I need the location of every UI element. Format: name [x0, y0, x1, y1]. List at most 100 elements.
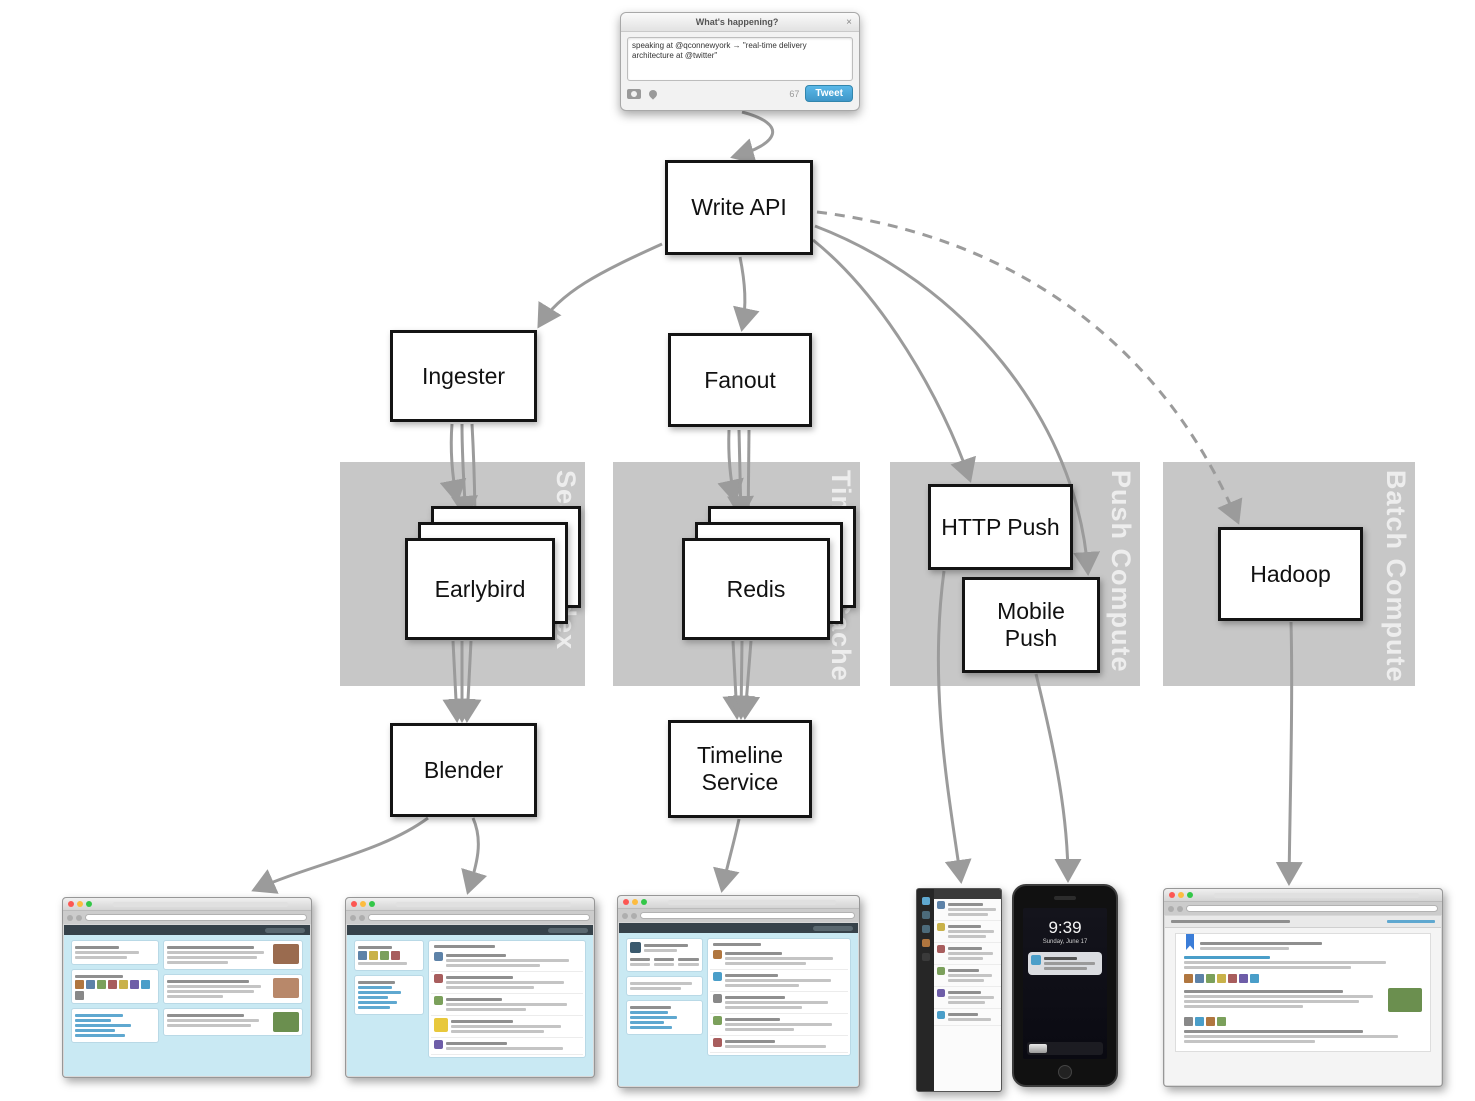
zoom-window-icon[interactable]: [1187, 892, 1193, 898]
node-mobile-push: Mobile Push: [962, 577, 1100, 673]
connect-icon[interactable]: [921, 911, 930, 919]
lockscreen-time: 9:39: [1048, 918, 1082, 937]
close-window-icon[interactable]: [623, 899, 629, 905]
compose-titlebar: What's happening? ×: [621, 13, 859, 32]
stream-feed: [934, 889, 1001, 1091]
address-bar[interactable]: [1186, 905, 1438, 912]
tweet-row[interactable]: [934, 965, 1001, 987]
search-box[interactable]: [813, 925, 853, 931]
camera-icon[interactable]: [627, 88, 641, 99]
unlock-slider-handle[interactable]: [1029, 1044, 1047, 1053]
tweet-row[interactable]: [430, 1016, 583, 1038]
tweet-row[interactable]: [430, 950, 583, 972]
window-title-bar: [113, 901, 288, 907]
story-item[interactable]: [163, 1008, 303, 1036]
tweet-row[interactable]: [934, 987, 1001, 1009]
left-column: [626, 938, 703, 1056]
zoom-window-icon[interactable]: [369, 901, 375, 907]
profile-icon[interactable]: [921, 939, 930, 947]
window-title-bar: [668, 899, 836, 905]
tweet-button[interactable]: Tweet: [805, 85, 853, 102]
tweet-row[interactable]: [709, 1036, 848, 1053]
arrow-write-api-to-ingester: [537, 242, 663, 329]
compose-textarea[interactable]: speaking at @qconnewyork → "real-time de…: [627, 37, 853, 81]
tweet-row[interactable]: [709, 992, 848, 1014]
location-pin-icon[interactable]: [647, 87, 659, 100]
node-blender-label: Blender: [423, 756, 504, 783]
browser-navbar: [346, 911, 594, 924]
tweet-row[interactable]: [430, 972, 583, 994]
story-item[interactable]: [163, 940, 303, 970]
back-icon[interactable]: [1168, 905, 1174, 912]
search-box[interactable]: [265, 927, 305, 933]
back-icon[interactable]: [67, 914, 73, 921]
minimize-window-icon[interactable]: [632, 899, 638, 905]
search-box[interactable]: [548, 927, 588, 933]
node-fanout-label: Fanout: [704, 366, 776, 393]
back-icon[interactable]: [350, 914, 356, 921]
tweet-row[interactable]: [430, 1038, 583, 1055]
close-icon[interactable]: ×: [846, 16, 852, 28]
minimize-window-icon[interactable]: [1178, 892, 1184, 898]
discover-icon[interactable]: [921, 925, 930, 933]
browser-navbar: [63, 911, 311, 924]
tweet-row[interactable]: [934, 921, 1001, 943]
close-window-icon[interactable]: [1169, 892, 1175, 898]
minimize-window-icon[interactable]: [360, 901, 366, 907]
forward-icon[interactable]: [1177, 905, 1183, 912]
node-hadoop-label: Hadoop: [1250, 560, 1331, 587]
address-bar[interactable]: [640, 912, 855, 919]
story-item[interactable]: [163, 974, 303, 1004]
email-body: [1175, 933, 1431, 1052]
node-ingester: Ingester: [390, 330, 537, 422]
node-hadoop: Hadoop: [1218, 527, 1363, 621]
story-block[interactable]: [1184, 988, 1422, 1012]
slide-to-unlock[interactable]: [1027, 1042, 1103, 1055]
minimize-window-icon[interactable]: [77, 901, 83, 907]
zoom-window-icon[interactable]: [86, 901, 92, 907]
compose-title: What's happening?: [695, 17, 779, 27]
left-column: [71, 940, 160, 1047]
close-window-icon[interactable]: [351, 901, 357, 907]
left-column: [354, 940, 424, 1058]
story-image: [273, 978, 299, 998]
twitter-bird-icon: [1031, 955, 1041, 965]
forward-icon[interactable]: [631, 912, 637, 919]
address-bar[interactable]: [368, 914, 590, 921]
zoom-window-icon[interactable]: [641, 899, 647, 905]
search-icon[interactable]: [921, 953, 930, 961]
stories-column: [163, 940, 303, 1047]
node-http-push: HTTP Push: [928, 484, 1073, 570]
trends-card: [626, 1000, 703, 1035]
node-write-api: Write API: [665, 160, 813, 255]
address-bar[interactable]: [85, 914, 307, 921]
tweet-row[interactable]: [934, 899, 1001, 921]
forward-icon[interactable]: [76, 914, 82, 921]
results-column: [427, 940, 586, 1058]
compose-text: speaking at @qconnewyork → "real-time de…: [632, 41, 807, 61]
twitter-topbar: [64, 925, 310, 935]
timeline-column: [706, 938, 851, 1056]
compose-toolbar: 67 Tweet: [621, 85, 859, 102]
window-title-bar: [1214, 892, 1419, 898]
twitter-page: [619, 923, 858, 1086]
node-redis-stack: Redis: [682, 506, 856, 640]
tweet-compose-window: What's happening? × speaking at @qconnew…: [620, 12, 860, 111]
back-icon[interactable]: [622, 912, 628, 919]
tweet-row[interactable]: [934, 1009, 1001, 1026]
forward-icon[interactable]: [359, 914, 365, 921]
email-page: [1165, 916, 1441, 1085]
tweet-row[interactable]: [709, 1014, 848, 1036]
push-notification[interactable]: [1028, 952, 1102, 975]
email-header: [1165, 916, 1441, 928]
tweet-row[interactable]: [709, 948, 848, 970]
node-blender: Blender: [390, 723, 537, 817]
close-window-icon[interactable]: [68, 901, 74, 907]
tweet-row[interactable]: [709, 970, 848, 992]
tweet-row[interactable]: [934, 943, 1001, 965]
home-button[interactable]: [1058, 1065, 1072, 1079]
phone-speaker: [1054, 896, 1076, 900]
home-icon[interactable]: [921, 897, 930, 905]
tweet-row[interactable]: [430, 994, 583, 1016]
lockscreen-date: Sunday, June 17: [1042, 939, 1088, 945]
